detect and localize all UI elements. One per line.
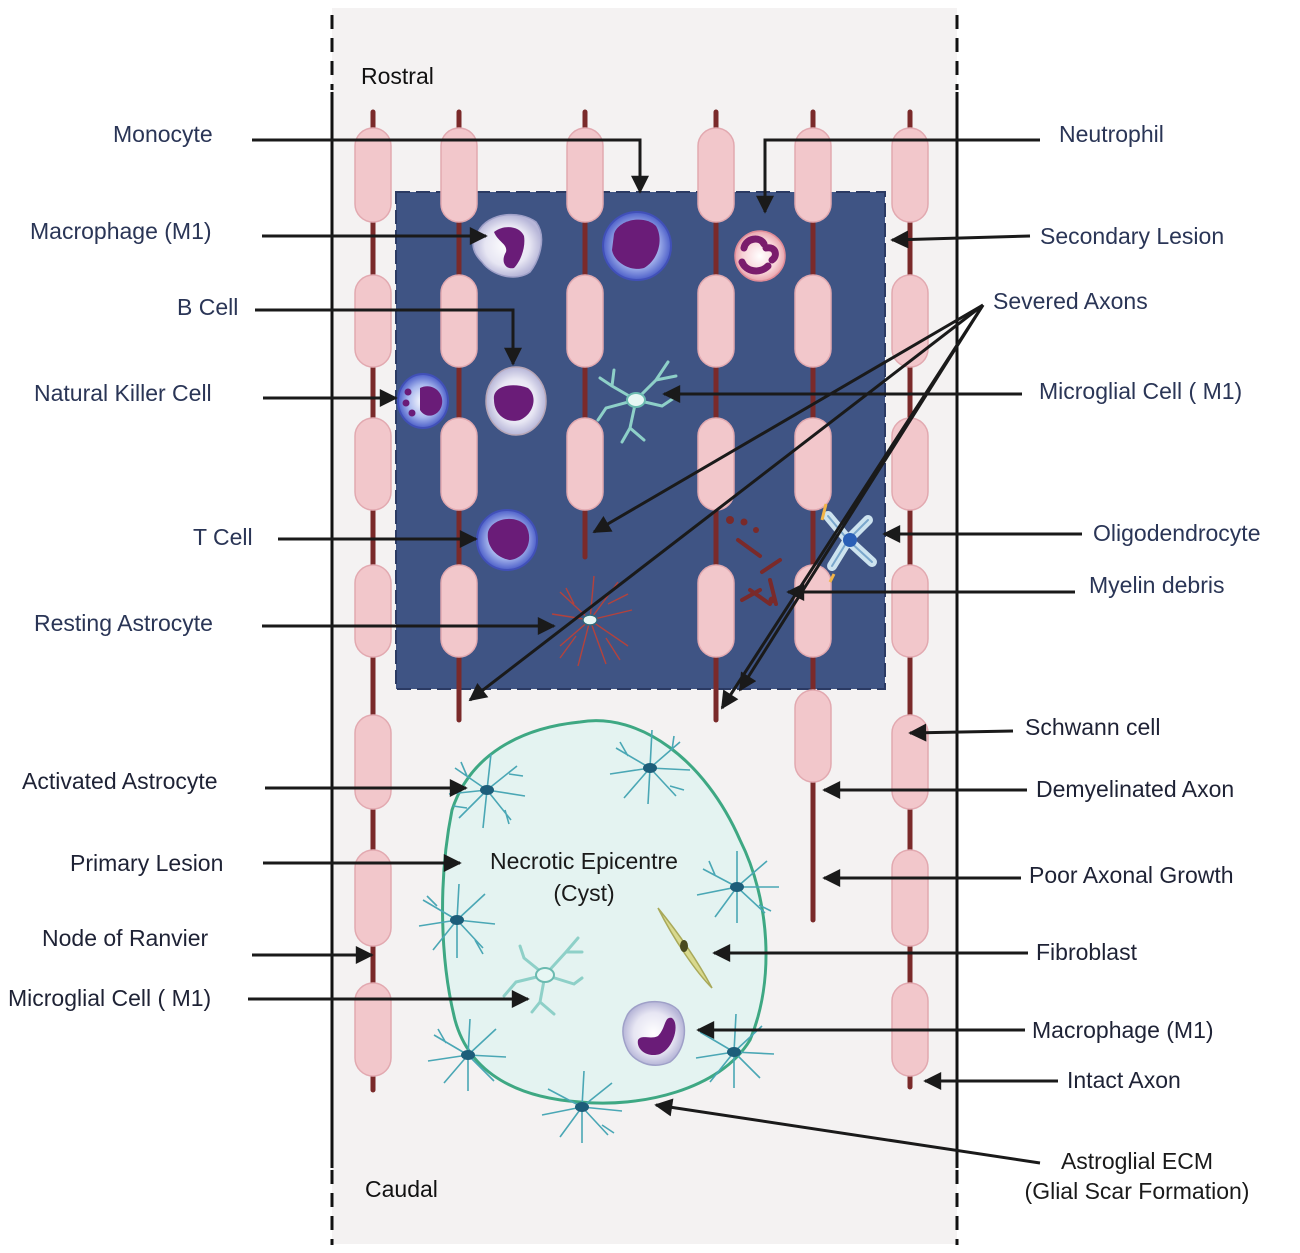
myelin-debris	[736, 538, 782, 606]
panel-border	[330, 15, 959, 1245]
astroglial-ecm-label-line2: (Glial Scar Formation)	[1024, 1178, 1250, 1204]
fibroblast-cell	[657, 907, 713, 989]
neutrophil-cell	[734, 230, 786, 282]
secondary-lesion-label: Secondary Lesion	[1040, 223, 1225, 249]
myelin-debris-label: Myelin debris	[1089, 572, 1225, 598]
oligodendrocyte-label: Oligodendrocyte	[1093, 520, 1261, 546]
severed-axons-label: Severed Axons	[993, 288, 1148, 314]
astroglial-ecm-label-line1: Astroglial ECM	[1060, 1148, 1214, 1174]
resting-astrocyte-label: Resting Astrocyte	[34, 610, 213, 636]
node-of-ranvier-label: Node of Ranvier	[42, 925, 209, 951]
schwann-cell-label: Schwann cell	[1025, 714, 1161, 740]
natural-killer-cell	[397, 373, 449, 429]
fibroblast-label: Fibroblast	[1036, 939, 1137, 965]
myelin-sheaths	[354, 127, 929, 1077]
activated-astrocytes	[418, 729, 779, 1143]
neutrophil-label: Neutrophil	[1059, 121, 1164, 147]
pointer-arrows	[248, 138, 1082, 1165]
macrophage-cell-upper	[472, 213, 543, 278]
macrophage-label-left: Macrophage (M1)	[30, 218, 212, 244]
demyelinated-axon-label: Demyelinated Axon	[1036, 776, 1235, 802]
macrophage-cell-lower	[622, 1000, 686, 1066]
t-cell-label: T Cell	[193, 524, 253, 550]
monocyte-label: Monocyte	[113, 121, 213, 147]
activated-astrocyte-label: Activated Astrocyte	[22, 768, 218, 794]
monocyte-cell	[602, 211, 672, 281]
b-cell	[485, 366, 547, 436]
microglial-cell-label-left: Microglial Cell ( M1)	[8, 985, 212, 1011]
intact-axon-label: Intact Axon	[1067, 1067, 1181, 1093]
t-cell	[476, 509, 538, 571]
b-cell-label: B Cell	[177, 294, 239, 320]
microglial-cell-lower	[502, 936, 584, 1016]
resting-astrocyte	[551, 575, 633, 667]
microglial-cell-upper	[596, 360, 678, 444]
rostral-label: Rostral	[361, 63, 434, 89]
primary-lesion-label: Primary Lesion	[70, 850, 224, 876]
macrophage-label-right: Macrophage (M1)	[1032, 1017, 1214, 1043]
myelin-debris-dots	[726, 516, 776, 604]
microglial-cell-label-right: Microglial Cell ( M1)	[1039, 378, 1243, 404]
caudal-label: Caudal	[365, 1176, 438, 1202]
cyst-label-line1: Necrotic Epicentre	[490, 848, 678, 874]
poor-axonal-growth-label: Poor Axonal Growth	[1029, 862, 1234, 888]
natural-killer-cell-label: Natural Killer Cell	[34, 380, 212, 406]
cyst-label-line2: (Cyst)	[553, 880, 615, 906]
oligodendrocyte-cell	[820, 503, 877, 583]
